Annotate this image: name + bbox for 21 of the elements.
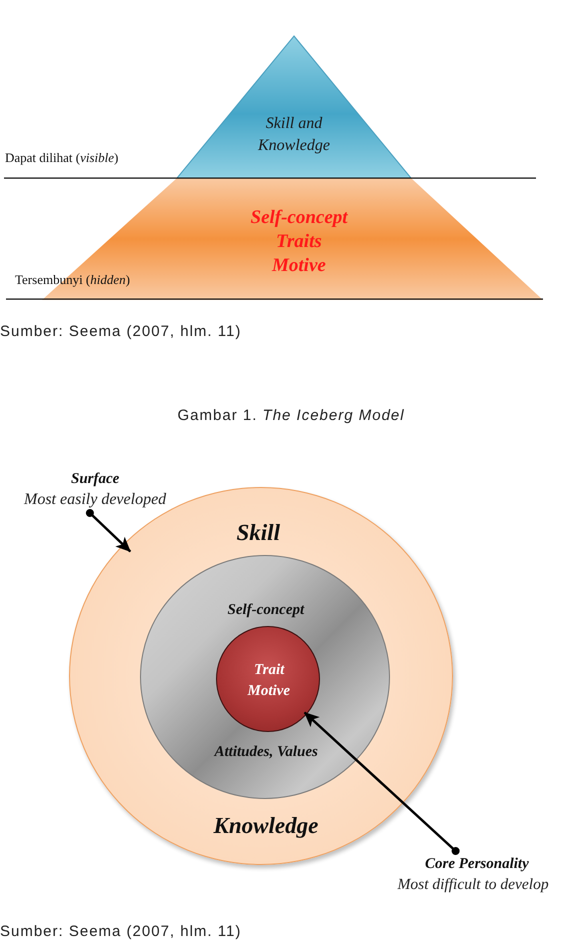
core-label: Trait xyxy=(254,661,284,680)
figure-caption: Gambar 1. The Iceberg Model xyxy=(178,407,405,426)
callout-text: Most easily developed xyxy=(24,490,166,510)
layer-label: Traits xyxy=(276,230,322,254)
layer-label: Skill and Knowledge xyxy=(256,114,331,156)
leader-line xyxy=(86,509,132,552)
waterline-label: Dapat dilihat (visible) xyxy=(5,150,118,166)
callout-title: Core Personality xyxy=(425,855,529,874)
core-label: Motive xyxy=(248,682,290,701)
source-note: Sumber: Seema (2007, hlm. 11) xyxy=(0,923,242,942)
ring-label: Skill xyxy=(236,519,280,547)
leader-line xyxy=(304,712,460,855)
source-note: Sumber: Seema (2007, hlm. 11) xyxy=(0,323,242,342)
layer-label: Motive xyxy=(272,254,326,278)
waterline-label: Tersembunyi (hidden) xyxy=(15,272,130,288)
ring-label: Knowledge xyxy=(214,812,318,840)
layer-label: Self-concept xyxy=(250,206,348,230)
ring-label: Attitudes, Values xyxy=(214,743,318,762)
callout-text: Most difficult to develop xyxy=(398,875,549,895)
ring-label: Self-concept xyxy=(228,601,304,620)
callout-title: Surface xyxy=(71,470,120,489)
